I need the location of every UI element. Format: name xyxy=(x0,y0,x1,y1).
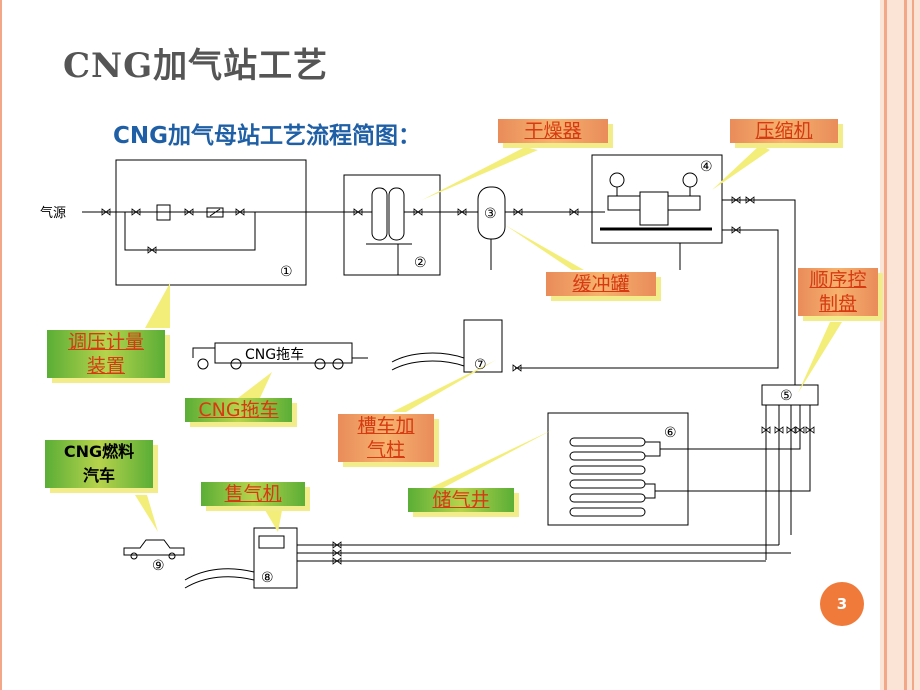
callout-tanker-dispenser-line2: 气柱 xyxy=(366,439,405,461)
callout-buffer-tank: 缓冲罐 xyxy=(546,272,656,296)
callout-tanker-dispenser: 槽车加 气柱 xyxy=(338,414,434,462)
node-7-label: ⑦ xyxy=(474,357,487,373)
compressor-box xyxy=(591,154,723,244)
trailer-text: CNG拖车 xyxy=(245,346,304,363)
cng-vehicle xyxy=(123,539,185,556)
tanker-dispenser-post xyxy=(463,319,503,373)
callout-cng-vehicle: CNG燃料 汽车 xyxy=(45,440,153,488)
regulating-metering-box xyxy=(115,159,307,286)
dryer-box xyxy=(343,174,441,276)
callout-regulating-metering: 调压计量 装置 xyxy=(47,330,165,378)
node-4-label: ④ xyxy=(700,159,713,175)
callout-cng-vehicle-line2: 汽车 xyxy=(82,466,115,485)
sequence-control-panel xyxy=(761,384,819,406)
node-6-label: ⑥ xyxy=(664,425,677,441)
decorative-stripe-line-2 xyxy=(904,0,907,690)
callout-sequence-panel-line2: 制盘 xyxy=(818,293,857,315)
dispenser-body xyxy=(253,527,298,589)
node-5-label: ⑤ xyxy=(780,388,793,404)
node-1-label: ① xyxy=(280,264,293,280)
node-3-label: ③ xyxy=(484,206,497,222)
node-8-label: ⑧ xyxy=(261,570,274,586)
bypass-line xyxy=(124,212,256,251)
callout-storage-well: 储气井 xyxy=(408,488,514,512)
storage-well-box xyxy=(547,412,689,526)
callout-dryer: 干燥器 xyxy=(498,119,608,143)
process-flow-diagram: ① ② ③ ④ ⑤ ⑥ ⑦ ⑧ ⑨ 气源 CNG拖车 xyxy=(40,145,842,589)
callout-sequence-panel-line1: 顺序控 xyxy=(809,269,867,291)
callout-regulating-metering-line2: 装置 xyxy=(86,355,125,377)
callout-dispenser: 售气机 xyxy=(201,482,305,506)
node-2-label: ② xyxy=(414,255,427,271)
decorative-stripe-line-3 xyxy=(912,0,914,690)
callout-tanker-dispenser-line1: 槽车加 xyxy=(357,415,415,437)
diagram-title: CNG加气母站工艺流程简图： xyxy=(113,123,422,149)
decorative-stripe-line-1 xyxy=(884,0,887,690)
callout-cng-vehicle-line1: CNG燃料 xyxy=(63,442,135,461)
decorative-stripe-left xyxy=(0,0,2,690)
callout-compressor: 压缩机 xyxy=(730,119,838,143)
callout-cng-trailer: CNG拖车 xyxy=(185,398,292,422)
gas-source-label: 气源 xyxy=(40,205,66,221)
cng-trailer xyxy=(214,342,353,364)
node-9-label: ⑨ xyxy=(152,558,165,574)
slide-title: CNG加气站工艺 xyxy=(63,46,329,86)
page-number-badge: 3 xyxy=(820,582,864,626)
callout-sequence-panel: 顺序控 制盘 xyxy=(798,268,878,316)
callout-regulating-metering-line1: 调压计量 xyxy=(67,331,144,353)
